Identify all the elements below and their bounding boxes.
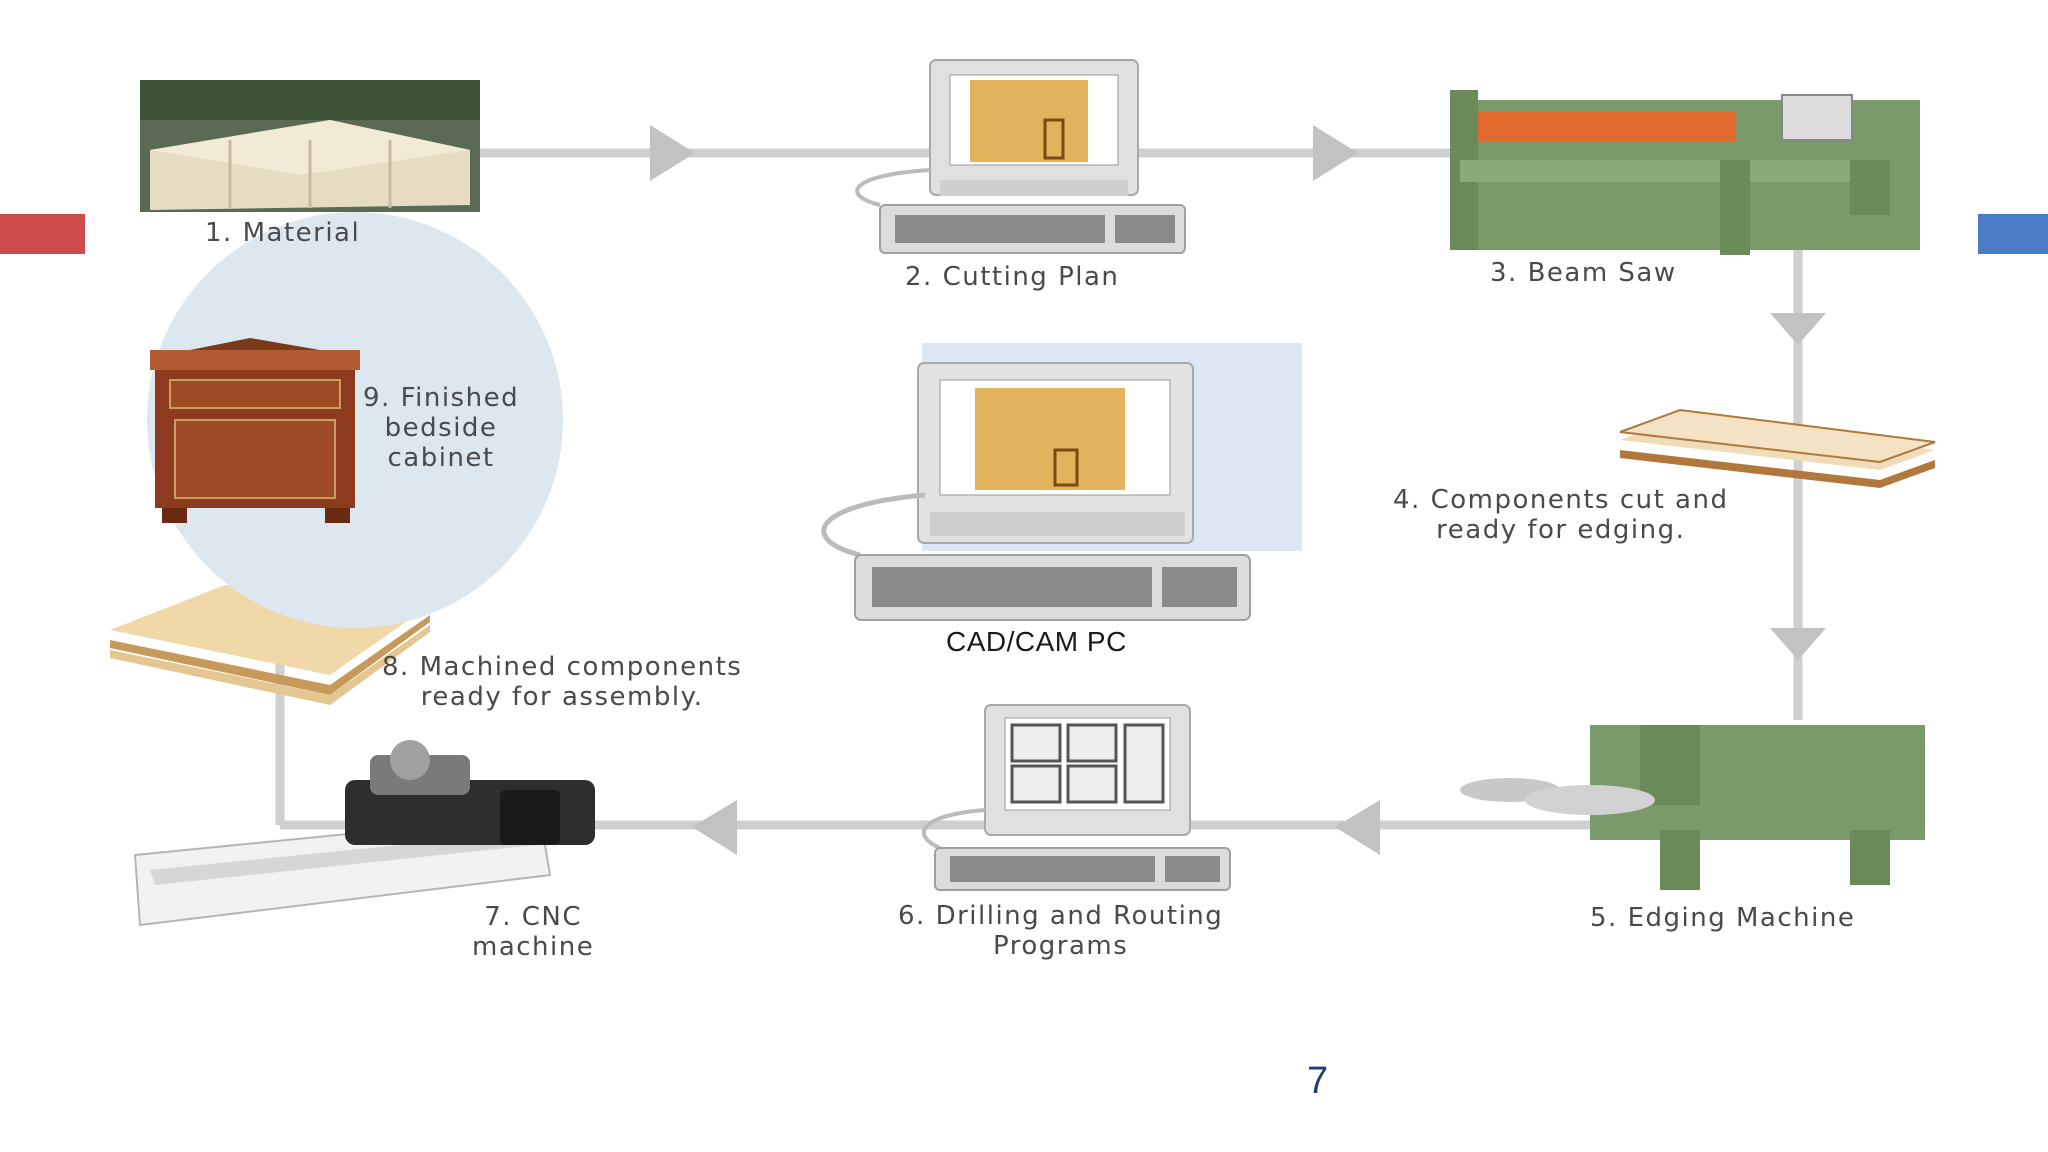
material-image xyxy=(140,80,480,212)
label-finished-line-2: bedside xyxy=(384,413,498,443)
page-number: 7 xyxy=(1307,1060,1329,1102)
label-drilling-line-1: 6. Drilling and Routing xyxy=(898,901,1224,931)
cutting-plan-computer xyxy=(855,59,1186,254)
accent-bar-right xyxy=(1978,214,2048,254)
arrow-head-1 xyxy=(650,125,695,181)
cnc-machine-image xyxy=(133,740,595,927)
label-drilling-line-2: Programs xyxy=(993,931,1129,961)
label-cnc-line-2: machine xyxy=(472,932,595,962)
arrow-head-5 xyxy=(1335,800,1380,855)
beam-saw-image xyxy=(1450,90,1920,255)
label-drilling: 6. Drilling and Routing Programs xyxy=(898,901,1223,961)
cadcam-pc xyxy=(821,343,1302,621)
label-finished: 9. Finished bedside cabinet xyxy=(363,383,519,473)
label-cutting-plan: 2. Cutting Plan xyxy=(905,262,1120,292)
accent-bar-left xyxy=(0,214,85,254)
label-beam-saw: 3. Beam Saw xyxy=(1490,258,1677,288)
label-finished-line-3: cabinet xyxy=(387,443,495,473)
cut-components-image xyxy=(1619,408,1936,488)
arrow-head-2 xyxy=(1313,125,1358,181)
label-cnc-line-1: 7. CNC xyxy=(484,902,583,932)
arrow-head-6 xyxy=(692,800,737,855)
label-edging: 5. Edging Machine xyxy=(1590,903,1856,933)
label-machined-line-2: ready for assembly. xyxy=(420,682,704,712)
label-finished-line-1: 9. Finished xyxy=(363,383,520,413)
label-material: 1. Material xyxy=(205,218,361,248)
label-components: 4. Components cut and ready for edging. xyxy=(1393,485,1728,545)
arrow-head-4 xyxy=(1770,628,1826,660)
finished-cabinet-image xyxy=(147,212,563,628)
label-components-line-1: 4. Components cut and xyxy=(1393,485,1729,515)
label-cnc: 7. CNC machine xyxy=(472,902,594,962)
label-machined: 8. Machined components ready for assembl… xyxy=(382,652,742,712)
label-cadcam: CAD/CAM PC xyxy=(946,626,1127,657)
label-machined-line-1: 8. Machined components xyxy=(382,652,743,682)
drilling-program-computer xyxy=(921,704,1231,891)
edging-machine-image xyxy=(1460,725,1925,890)
label-components-line-2: ready for edging. xyxy=(1436,515,1686,545)
arrow-head-3 xyxy=(1770,313,1826,345)
